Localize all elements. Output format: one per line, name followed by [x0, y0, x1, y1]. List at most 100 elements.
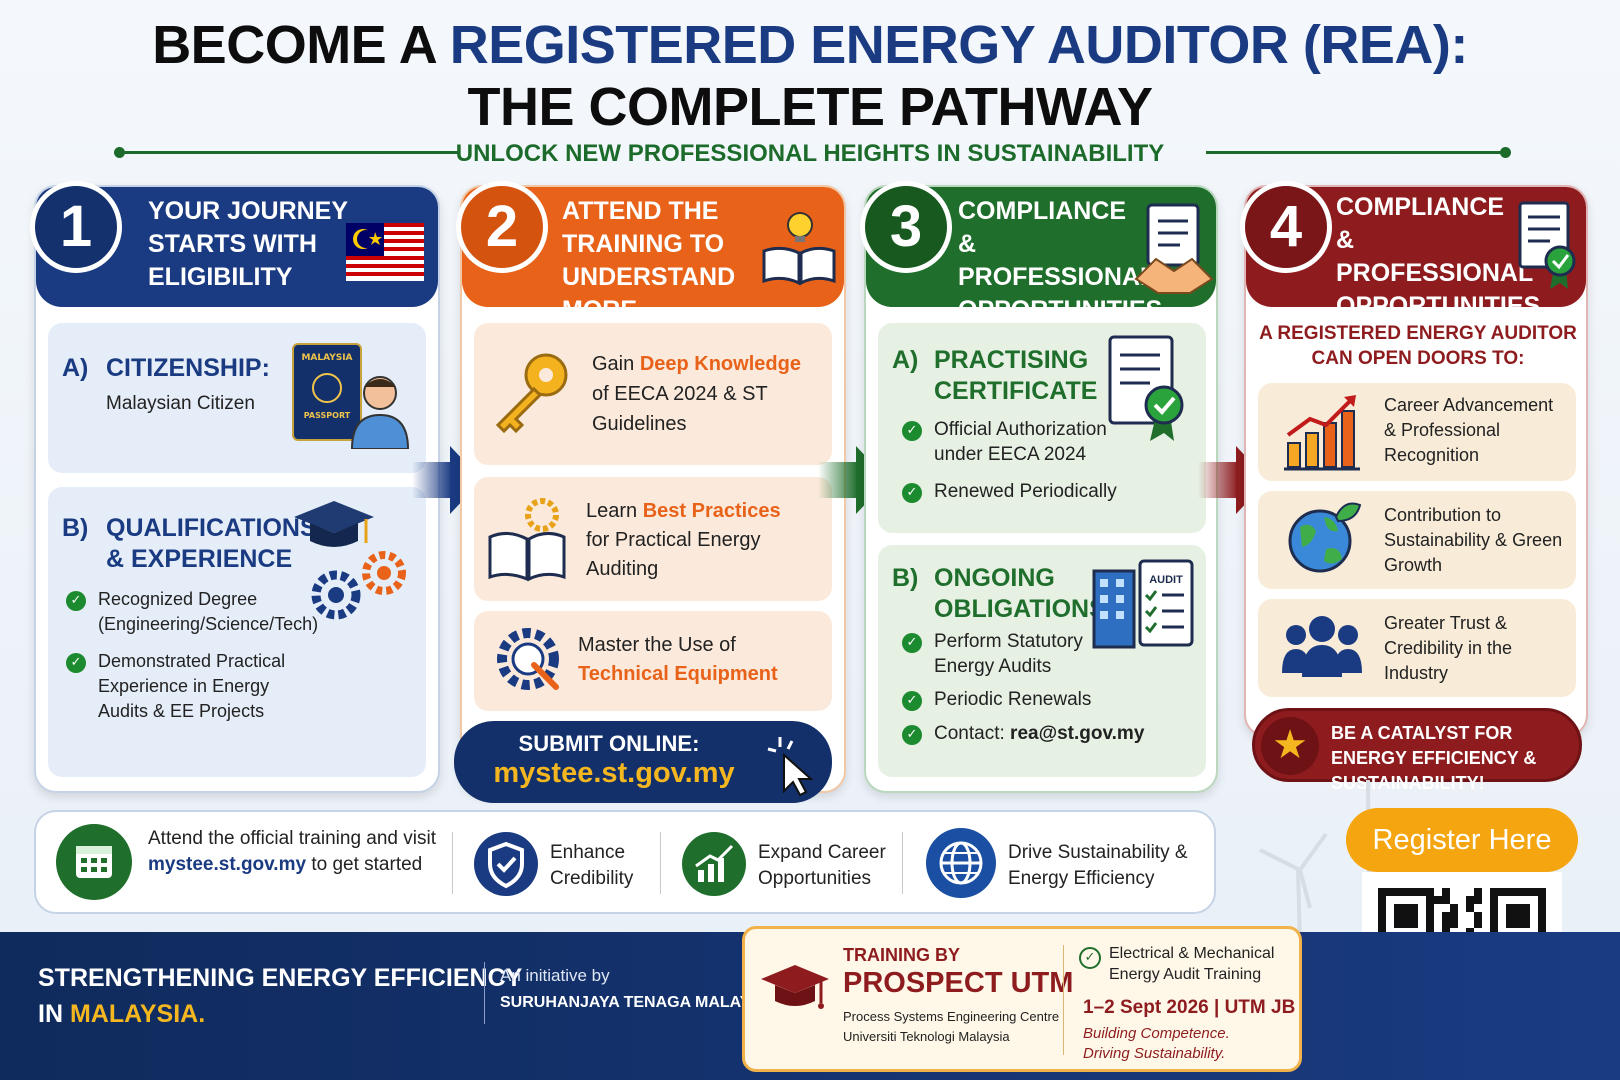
- benefit-sustainability: Drive Sustainability & Energy Efficiency: [1008, 842, 1188, 889]
- contact-email-link[interactable]: rea@st.gov.my: [1010, 723, 1145, 744]
- qr-module: [1538, 920, 1546, 928]
- citizenship-label-a: A): [62, 354, 89, 382]
- qr-module: [1442, 912, 1450, 920]
- step-2-card: 2 ATTEND THE TRAINING TO UNDERSTAND MORE…: [454, 181, 846, 803]
- register-here-button[interactable]: Register Here: [1346, 808, 1578, 872]
- certificate-title: PRACTISING CERTIFICATE: [934, 346, 1098, 405]
- lightbulb-book-icon: [762, 212, 836, 286]
- qr-module: [1498, 888, 1506, 896]
- qr-module: [1522, 888, 1530, 896]
- people-group-icon: [1282, 616, 1362, 677]
- qr-module: [1410, 920, 1418, 928]
- wrench-gear-icon: [497, 628, 559, 690]
- qr-module: [1378, 912, 1386, 920]
- submit-online-button[interactable]: SUBMIT ONLINE: mystee.st.gov.my: [454, 721, 832, 803]
- footer-line2-pre: IN: [38, 1000, 70, 1028]
- qr-module: [1426, 888, 1434, 896]
- qr-module: [1450, 920, 1458, 928]
- chart-up-icon: [682, 832, 746, 896]
- door-item-2: Contribution to Sustainability & Green G…: [1258, 491, 1576, 589]
- qr-module: [1426, 896, 1434, 904]
- qr-module: [1442, 896, 1450, 904]
- qualifications-title: QUALIFICATIONS & EXPERIENCE: [106, 514, 317, 573]
- item-3-highlight: Technical Equipment: [578, 663, 778, 685]
- passport-icon: MALAYSIA PASSPORT: [292, 343, 362, 441]
- passport-label-top: MALAYSIA: [301, 353, 353, 363]
- flow-arrow-1-tail: [412, 462, 452, 498]
- step-2-heading: ATTEND THE TRAINING TO UNDERSTAND MORE: [562, 197, 736, 324]
- training-provider: PROSPECT UTM: [843, 967, 1074, 999]
- qr-module: [1474, 888, 1482, 896]
- door-item-3: Greater Trust & Credibility in the Indus…: [1258, 599, 1576, 697]
- citizenship-title: CITIZENSHIP:: [106, 354, 270, 382]
- submit-url-link[interactable]: mystee.st.gov.my: [493, 757, 735, 789]
- benefit-career: Expand Career Opportunities: [758, 842, 886, 889]
- book-gear-icon: [488, 498, 566, 582]
- attend-url-link[interactable]: mystee.st.gov.my: [148, 854, 307, 875]
- training-dept: Process Systems Engineering Centre: [843, 1009, 1060, 1024]
- qr-module: [1538, 896, 1546, 904]
- step-2-number: 2: [456, 181, 548, 273]
- door-item-1: Career Advancement & Professional Recogn…: [1258, 383, 1576, 481]
- qr-module: [1426, 920, 1434, 928]
- training-date: 1–2 Sept 2026 | UTM JB: [1083, 997, 1296, 1018]
- qr-module: [1506, 888, 1514, 896]
- page-title-line-2: THE COMPLETE PATHWAY: [467, 77, 1153, 137]
- practising-certificate-panel: A) PRACTISING CERTIFICATE ✓ Official Aut…: [878, 323, 1206, 533]
- audit-tag: AUDIT: [1149, 574, 1183, 586]
- passport-label-bottom: PASSPORT: [303, 411, 351, 420]
- door-item-2-text: Contribution to Sustainability & Green G…: [1384, 505, 1563, 575]
- initiative-org: SURUHANJAYA TENAGA MALAYSIA: [500, 994, 778, 1011]
- training-motto-2: Driving Sustainability.: [1083, 1045, 1226, 1062]
- qr-module: [1490, 904, 1498, 912]
- qr-module: [1514, 912, 1522, 920]
- step-1-number: 1: [30, 181, 122, 273]
- flow-arrow-3-tail: [1198, 462, 1238, 498]
- calendar-icon: [56, 824, 132, 900]
- obligations-title: ONGOING OBLIGATIONS: [934, 564, 1106, 623]
- tagline: UNLOCK NEW PROFESSIONAL HEIGHTS IN SUSTA…: [455, 140, 1165, 167]
- qr-module: [1522, 920, 1530, 928]
- qr-module: [1378, 904, 1386, 912]
- qr-module: [1506, 920, 1514, 928]
- page-title: BECOME A REGISTERED ENERGY AUDITOR (REA)…: [0, 14, 1620, 76]
- cursor-click-icon: [767, 737, 814, 797]
- door-item-1-text: Career Advancement & Professional Recogn…: [1384, 395, 1554, 465]
- item-3-pre: Master the Use of: [578, 634, 736, 656]
- qr-module: [1418, 888, 1426, 896]
- step-4-intro: A REGISTERED ENERGY AUDITOR CAN OPEN DOO…: [1259, 323, 1577, 369]
- footer-tagline-line-1: STRENGTHENING ENERGY EFFICIENCY: [38, 964, 523, 992]
- qr-module: [1386, 888, 1394, 896]
- shield-check-icon: [474, 832, 538, 896]
- step-3-heading: COMPLIANCE & PROFESSIONAL OPPORTUNITIES: [958, 197, 1163, 324]
- document-handshake-icon: [1134, 203, 1214, 294]
- certificate-item-2: Renewed Periodically: [934, 481, 1117, 502]
- qr-module: [1378, 896, 1386, 904]
- attend-pre: Attend the official training and visit: [148, 828, 436, 849]
- qr-module: [1474, 920, 1482, 928]
- step-3-card: 3 COMPLIANCE & PROFESSIONAL OPPORTUNITIE…: [860, 181, 1218, 793]
- footer-tagline: STRENGTHENING ENERGY EFFICIENCY IN MALAY…: [38, 960, 522, 1032]
- door-item-3-text: Greater Trust & Credibility in the Indus…: [1384, 613, 1513, 683]
- growth-chart-icon: [1284, 395, 1360, 471]
- check-icon: ✓: [902, 633, 922, 653]
- malaysia-flag-icon: [346, 223, 424, 281]
- initiative-label: An initiative by: [500, 966, 610, 985]
- divider: [660, 832, 661, 894]
- qr-module: [1522, 904, 1530, 912]
- qr-module: [1466, 896, 1474, 904]
- attend-post: to get started: [306, 854, 423, 875]
- certificate-label-a: A): [892, 346, 919, 374]
- divider: [902, 832, 903, 894]
- tagline-rule-left: [120, 151, 460, 154]
- step-1-heading: YOUR JOURNEY STARTS WITH ELIGIBILITY: [148, 197, 348, 291]
- qr-module: [1522, 912, 1530, 920]
- step-1-card: 1 YOUR JOURNEY STARTS WITH ELIGIBILITY A…: [30, 181, 440, 793]
- title-part-2: REGISTERED ENERGY AUDITOR (REA):: [449, 15, 1469, 75]
- person-icon: [350, 376, 410, 449]
- check-icon: ✓: [66, 591, 86, 611]
- contact-line: Contact: rea@st.gov.my: [934, 721, 1144, 746]
- key-icon: [495, 353, 568, 434]
- qr-module: [1442, 920, 1450, 928]
- qr-module: [1394, 920, 1402, 928]
